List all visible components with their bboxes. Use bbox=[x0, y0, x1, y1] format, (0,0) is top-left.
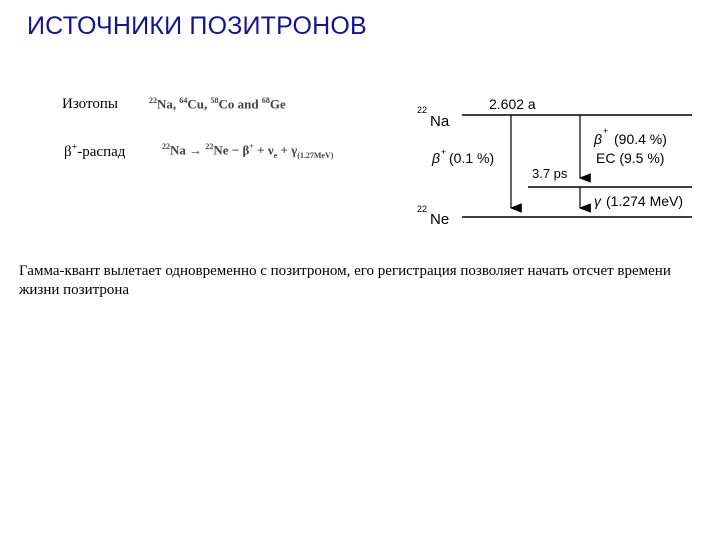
ec-branch-label: EC (9.5 %) bbox=[596, 150, 664, 166]
neutrino-symbol: ν bbox=[267, 142, 274, 158]
gamma-symbol: γ bbox=[291, 142, 298, 158]
beta-decay-text: -распад bbox=[77, 144, 126, 160]
reaction-arrow: → bbox=[189, 142, 203, 158]
minus-sign: − bbox=[228, 142, 243, 158]
decay-reaction: 22Na → 22Ne − β+ + νe + γ(1.27MeV) bbox=[162, 142, 333, 160]
beta-symbol: β bbox=[64, 144, 72, 160]
half-life-label: 2.602 a bbox=[489, 96, 536, 112]
isotopes-label: Изотопы bbox=[62, 96, 118, 112]
isotope-mass: 22 bbox=[149, 96, 157, 105]
isotope-symbol: Cu bbox=[187, 96, 205, 112]
plus-sign: + bbox=[253, 142, 268, 158]
main-branch-sup: + bbox=[603, 126, 608, 136]
excited-lifetime-label: 3.7 ps bbox=[532, 166, 568, 181]
daughter-mass: 22 bbox=[205, 142, 214, 151]
isotope-symbol: Ge bbox=[269, 96, 286, 112]
beta-sup: + bbox=[71, 142, 78, 153]
isotope-symbol: Na bbox=[157, 96, 173, 112]
isotope-mass: 64 bbox=[179, 96, 188, 105]
body-paragraph: Гамма-квант вылетает одновременно с пози… bbox=[19, 263, 671, 298]
isotope-mass: 58 bbox=[210, 96, 219, 105]
small-branch-beta: β bbox=[431, 150, 440, 166]
separator: , bbox=[204, 96, 211, 112]
positron-sup: + bbox=[249, 142, 254, 151]
positron-symbol: β bbox=[242, 142, 250, 158]
main-branch-beta: β bbox=[593, 131, 602, 147]
plus-sign: + bbox=[277, 142, 292, 158]
daughter-nucleus-label: Ne bbox=[430, 211, 449, 228]
isotope-mass: 68 bbox=[261, 96, 270, 105]
conjunction: and bbox=[234, 96, 262, 112]
gamma-energy-sub: (1.27MeV) bbox=[297, 150, 334, 160]
small-branch-sup: + bbox=[441, 147, 446, 157]
daughter-symbol: Ne bbox=[213, 142, 229, 158]
separator: , bbox=[172, 96, 180, 112]
main-branch-percent: (90.4 %) bbox=[614, 131, 667, 147]
neutrino-sub: e bbox=[273, 150, 278, 160]
small-branch-percent: (0.1 %) bbox=[449, 150, 494, 166]
parent-mass-label: 22 bbox=[417, 105, 427, 115]
daughter-mass-label: 22 bbox=[417, 204, 427, 214]
beta-decay-label: β+-распад bbox=[64, 142, 125, 161]
gamma-label-symbol: γ bbox=[594, 193, 602, 209]
isotopes-list: 22Na, 64Cu, 58Co and 68Ge bbox=[149, 96, 286, 112]
parent-mass: 22 bbox=[162, 142, 170, 151]
isotope-symbol: Co bbox=[218, 96, 235, 112]
page-title: ИСТОЧНИКИ ПОЗИТРОНОВ bbox=[27, 12, 367, 40]
parent-nucleus-label: Na bbox=[430, 113, 450, 130]
parent-symbol: Na bbox=[170, 142, 186, 158]
gamma-energy-label: (1.274 MeV) bbox=[606, 193, 683, 209]
